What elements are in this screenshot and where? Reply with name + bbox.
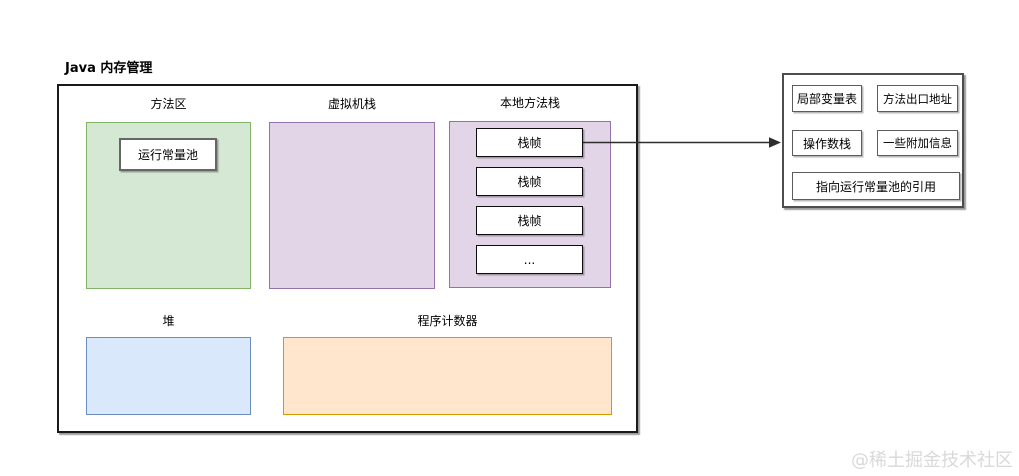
runtime-constant-pool-label: 运行常量池 [137, 148, 198, 162]
constant-pool-reference-label: 指向运行常量池的引用 [815, 179, 936, 194]
page-title: Java 内存管理 [65, 61, 153, 76]
heap-box [86, 337, 251, 415]
stack-frame-label: 栈帧 [517, 214, 542, 228]
operand-stack-label: 操作数栈 [802, 136, 851, 151]
program-counter-box [283, 337, 612, 415]
native-method-stack-label: 本地方法栈 [499, 96, 560, 110]
stack-frame-box: 栈帧 [476, 167, 583, 196]
method-exit-address-label: 方法出口地址 [883, 91, 952, 106]
arrow-frame-to-detail [583, 137, 781, 148]
stack-frame-box: 栈帧 [476, 206, 583, 235]
additional-info-box: 一些附加信息 [877, 130, 958, 156]
vm-stack-box [269, 122, 435, 289]
local-variable-table-label: 局部变量表 [796, 92, 857, 106]
constant-pool-reference-box: 指向运行常量池的引用 [792, 172, 960, 200]
operand-stack-box: 操作数栈 [792, 130, 862, 156]
stack-frame-box: 栈帧 [476, 128, 583, 157]
watermark: @稀土掘金技术社区 [851, 450, 1013, 471]
method-exit-address-box: 方法出口地址 [877, 85, 958, 112]
method-area-label: 方法区 [150, 97, 187, 111]
stack-frame-label: 栈帧 [517, 175, 542, 189]
heap-label: 堆 [162, 314, 175, 328]
local-variable-table-box: 局部变量表 [792, 85, 862, 112]
stack-frame-ellipsis-box: ... [476, 245, 583, 274]
additional-info-label: 一些附加信息 [883, 136, 952, 150]
vm-stack-label: 虚拟机栈 [327, 97, 376, 111]
runtime-constant-pool-box: 运行常量池 [119, 138, 217, 171]
program-counter-label: 程序计数器 [417, 314, 478, 328]
stack-frame-ellipsis-label: ... [523, 252, 536, 267]
stack-frame-label: 栈帧 [517, 136, 542, 150]
